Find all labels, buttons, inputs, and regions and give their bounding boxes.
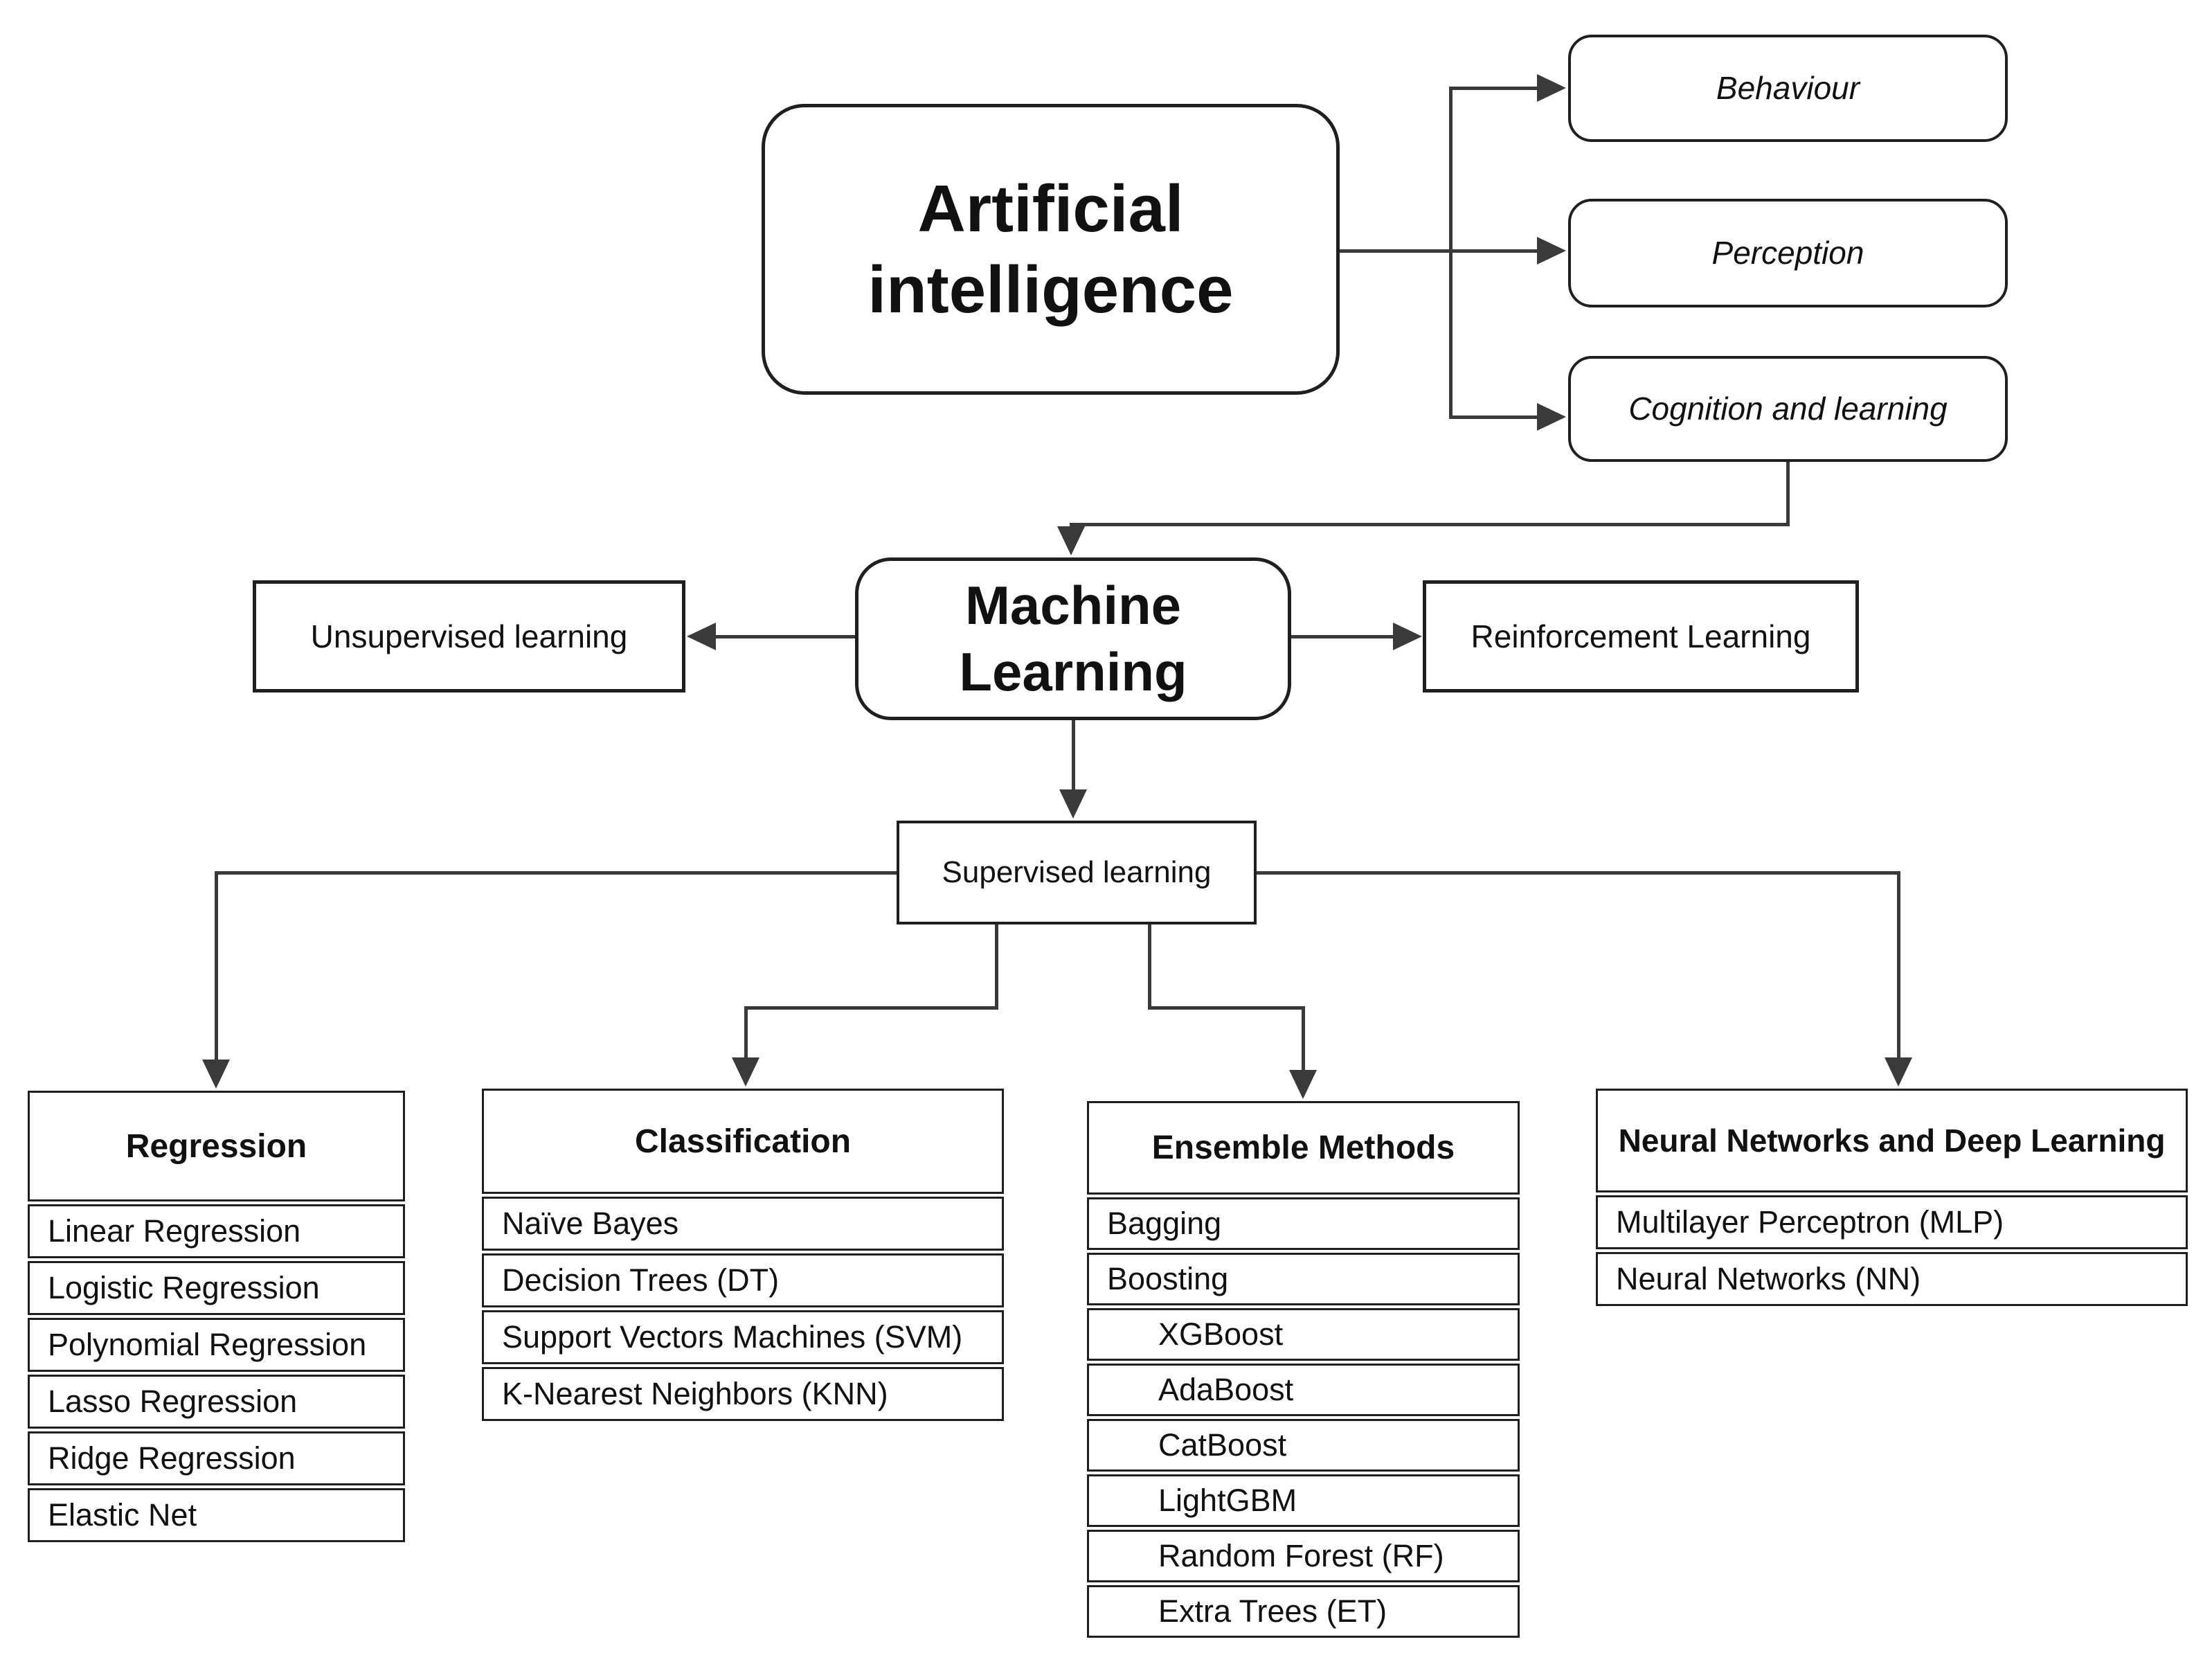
node-label: Supervised learning — [942, 855, 1212, 890]
arrowhead-perception — [1537, 237, 1566, 265]
connector-regression-down — [215, 871, 218, 1062]
node-behaviour: Behaviour — [1568, 35, 2008, 142]
connector-cognition-ml-horizontal — [1070, 523, 1790, 526]
arrowhead-reinforcement — [1393, 623, 1422, 650]
table-neural-networks: Neural Networks and Deep Learning Multil… — [1596, 1089, 2188, 1306]
node-label: Artificial intelligence — [867, 171, 1234, 327]
table-row: Neural Networks (NN) — [1596, 1252, 2188, 1306]
table-row: XGBoost — [1087, 1308, 1520, 1361]
connector-ml-unsupervised — [713, 635, 855, 638]
connector-neural-down — [1897, 871, 1900, 1060]
table-row: Ridge Regression — [28, 1431, 405, 1485]
node-cognition-and-learning: Cognition and learning — [1568, 356, 2008, 462]
arrowhead-unsupervised — [687, 623, 716, 650]
connector-supervised-stub-left — [995, 924, 998, 1010]
node-supervised-learning: Supervised learning — [897, 821, 1257, 924]
table-row: Decision Trees (DT) — [482, 1253, 1004, 1307]
table-ensemble-header: Ensemble Methods — [1087, 1101, 1520, 1195]
connector-ensemble-down — [1302, 1006, 1305, 1072]
table-classification: Classification Naïve Bayes Decision Tree… — [482, 1089, 1004, 1421]
table-row: Multilayer Perceptron (MLP) — [1596, 1195, 2188, 1249]
table-row: Naïve Bayes — [482, 1197, 1004, 1251]
connector-ai-trunk-horizontal — [1340, 249, 1540, 253]
table-neural-header: Neural Networks and Deep Learning — [1596, 1089, 2188, 1192]
connector-ml-reinforcement — [1291, 635, 1395, 638]
node-artificial-intelligence: Artificial intelligence — [762, 104, 1340, 395]
table-row: Extra Trees (ET) — [1087, 1585, 1520, 1638]
connector-cognition-down — [1786, 462, 1790, 526]
table-regression: Regression Linear Regression Logistic Re… — [28, 1091, 405, 1542]
connector-ai-cognition — [1449, 416, 1540, 419]
table-ensemble-methods: Ensemble Methods Bagging Boosting XGBoos… — [1087, 1101, 1520, 1638]
node-label: Cognition and learning — [1628, 391, 1948, 427]
connector-ai-behaviour — [1449, 87, 1540, 90]
node-label: Behaviour — [1716, 70, 1860, 107]
connector-ml-supervised — [1072, 720, 1075, 792]
node-label: Unsupervised learning — [310, 618, 628, 654]
connector-classification-horizontal — [744, 1006, 998, 1010]
connector-supervised-right — [1257, 871, 1898, 875]
node-label: Perception — [1711, 235, 1864, 271]
table-row: LightGBM — [1087, 1474, 1520, 1527]
table-row: Elastic Net — [28, 1488, 405, 1542]
table-row: Bagging — [1087, 1197, 1520, 1250]
arrowhead-classification — [732, 1057, 759, 1087]
node-reinforcement-learning: Reinforcement Learning — [1423, 580, 1859, 693]
table-row: Support Vectors Machines (SVM) — [482, 1310, 1004, 1364]
node-perception: Perception — [1568, 199, 2008, 307]
table-row: CatBoost — [1087, 1419, 1520, 1472]
node-machine-learning: Machine Learning — [855, 557, 1291, 720]
connector-ensemble-horizontal — [1148, 1006, 1305, 1010]
table-row: Polynomial Regression — [28, 1318, 405, 1372]
table-regression-header: Regression — [28, 1091, 405, 1201]
table-row: K-Nearest Neighbors (KNN) — [482, 1367, 1004, 1421]
arrowhead-supervised — [1059, 789, 1087, 819]
connector-classification-down — [744, 1006, 748, 1060]
connector-supervised-stub-right — [1148, 924, 1151, 1010]
table-row: Boosting — [1087, 1253, 1520, 1305]
table-row: Linear Regression — [28, 1204, 405, 1258]
node-label: Reinforcement Learning — [1471, 618, 1811, 654]
table-row: Logistic Regression — [28, 1261, 405, 1315]
arrowhead-neural — [1885, 1057, 1912, 1087]
arrowhead-machine-learning — [1057, 526, 1085, 555]
arrowhead-ensemble — [1289, 1070, 1317, 1099]
connector-ai-trunk-vertical — [1449, 87, 1453, 419]
connector-supervised-left — [215, 871, 897, 875]
table-row: Random Forest (RF) — [1087, 1530, 1520, 1582]
node-label: Machine Learning — [959, 575, 1187, 702]
table-classification-header: Classification — [482, 1089, 1004, 1194]
arrowhead-behaviour — [1537, 74, 1566, 102]
node-unsupervised-learning: Unsupervised learning — [253, 580, 685, 693]
arrowhead-cognition — [1537, 403, 1566, 431]
table-row: Lasso Regression — [28, 1375, 405, 1429]
table-row: AdaBoost — [1087, 1364, 1520, 1416]
arrowhead-regression — [202, 1060, 230, 1089]
